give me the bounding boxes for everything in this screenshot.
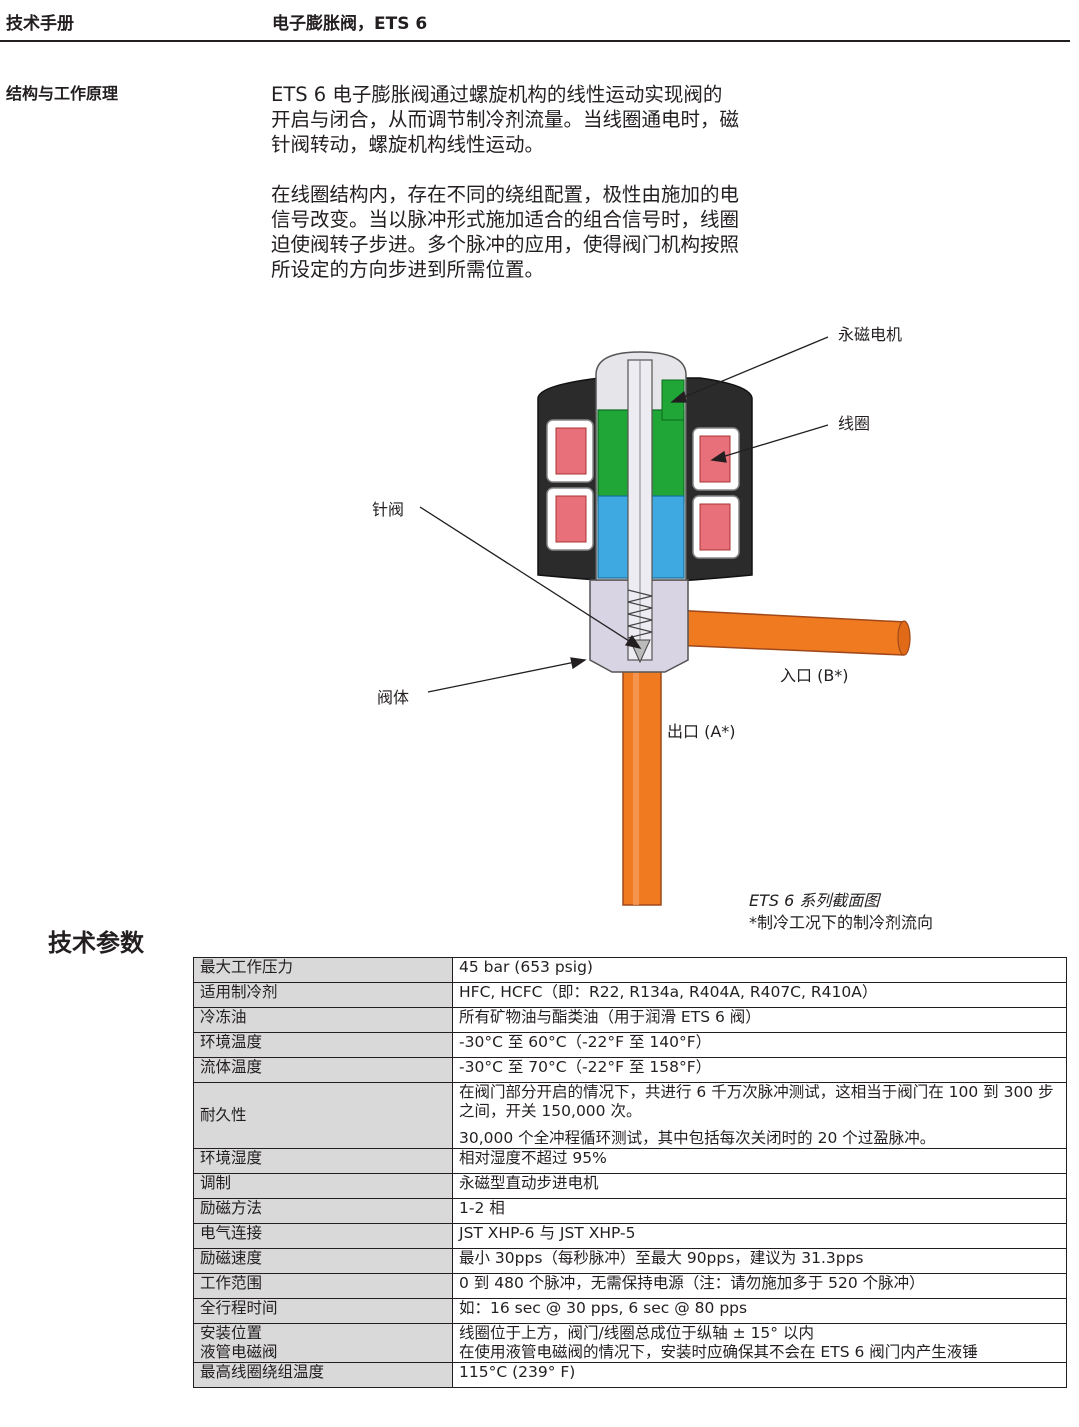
spec-key: 励磁方法 bbox=[193, 1198, 453, 1224]
spec-key: 电气连接 bbox=[193, 1223, 453, 1249]
spec-title: 技术参数 bbox=[48, 929, 144, 957]
spec-value: 最小 30pps（每秒脉冲）至最大 90pps，建议为 31.3pps bbox=[452, 1248, 1067, 1274]
spec-key: 全行程时间 bbox=[193, 1298, 453, 1324]
figure-caption: ETS 6 系列截面图 *制冷工况下的制冷剂流向 bbox=[749, 890, 933, 934]
spec-value: HFC, HCFC（即：R22, R134a, R404A, R407C, R4… bbox=[452, 982, 1067, 1008]
spec-value: -30°C 至 70°C（-22°F 至 158°F） bbox=[452, 1057, 1067, 1083]
table-row: 耐久性 在阀门部分开启的情况下，共进行 6 千万次脉冲测试，这相当于阀门在 10… bbox=[193, 1082, 1067, 1149]
spec-value: 45 bar (653 psig) bbox=[452, 957, 1067, 983]
table-row: 励磁速度 最小 30pps（每秒脉冲）至最大 90pps，建议为 31.3pps bbox=[193, 1248, 1067, 1274]
spec-key: 环境温度 bbox=[193, 1032, 453, 1058]
spec-key: 调制 bbox=[193, 1173, 453, 1199]
label-needle: 针阀 bbox=[372, 500, 405, 519]
label-motor: 永磁电机 bbox=[838, 325, 903, 344]
spec-value: JST XHP-6 与 JST XHP-5 bbox=[452, 1223, 1067, 1249]
table-row: 适用制冷剂 HFC, HCFC（即：R22, R134a, R404A, R40… bbox=[193, 982, 1067, 1008]
label-outlet: 出口 (A*) bbox=[667, 722, 736, 741]
spec-key: 适用制冷剂 bbox=[193, 982, 453, 1008]
table-row: 电气连接 JST XHP-6 与 JST XHP-5 bbox=[193, 1223, 1067, 1249]
valve-cross-section-diagram: 永磁电机 线圈 针阀 阀体 入口 (B*) 出口 (A*) bbox=[0, 300, 1079, 940]
spring bbox=[627, 589, 653, 639]
spec-key: 工作范围 bbox=[193, 1273, 453, 1299]
spec-key: 最高线圈绕组温度 bbox=[193, 1362, 453, 1388]
table-row: 最大工作压力 45 bar (653 psig) bbox=[193, 957, 1067, 983]
table-row: 调制 永磁型直动步进电机 bbox=[193, 1173, 1067, 1199]
label-inlet: 入口 (B*) bbox=[780, 666, 849, 685]
manual-title: 技术手册 bbox=[6, 14, 74, 34]
spec-value: 0 到 480 个脉冲，无需保持电源（注：请勿施加多于 520 个脉冲） bbox=[452, 1273, 1067, 1299]
spec-value: 如：16 sec @ 30 pps, 6 sec @ 80 pps bbox=[452, 1298, 1067, 1324]
table-row: 环境湿度 相对湿度不超过 95% bbox=[193, 1148, 1067, 1174]
product-title: 电子膨胀阀，ETS 6 bbox=[272, 14, 428, 34]
paragraph-coil: 在线圈结构内，存在不同的绕组配置，极性由施加的电信号改变。当以脉冲形式施加适合的… bbox=[271, 183, 740, 281]
spec-key: 最大工作压力 bbox=[193, 957, 453, 983]
spec-key: 冷冻油 bbox=[193, 1007, 453, 1033]
coil-winding bbox=[555, 427, 587, 475]
table-row: 环境温度 -30°C 至 60°C（-22°F 至 140°F） bbox=[193, 1032, 1067, 1058]
label-coil: 线圈 bbox=[838, 414, 871, 433]
spec-table: 最大工作压力 45 bar (653 psig) 适用制冷剂 HFC, HCFC… bbox=[193, 957, 1067, 1388]
spec-key: 环境湿度 bbox=[193, 1148, 453, 1174]
caption-note: *制冷工况下的制冷剂流向 bbox=[749, 913, 934, 932]
spec-value: 115°C (239° F) bbox=[452, 1362, 1067, 1388]
spec-key: 耐久性 bbox=[193, 1082, 453, 1149]
spec-value: 在阀门部分开启的情况下，共进行 6 千万次脉冲测试，这相当于阀门在 100 到 … bbox=[452, 1082, 1067, 1149]
table-row: 安装位置 液管电磁阀 线圈位于上方，阀门/线圈总成位于纵轴 ± 15° 以内 在… bbox=[193, 1323, 1067, 1363]
caption-title: ETS 6 系列截面图 bbox=[749, 891, 880, 910]
spec-value: 1-2 相 bbox=[452, 1198, 1067, 1224]
spec-value-line: 在使用液管电磁阀的情况下，安装时应确保其不会在 ETS 6 阀门内产生液锤 bbox=[459, 1343, 978, 1361]
table-row: 冷冻油 所有矿物油与酯类油（用于润滑 ETS 6 阀） bbox=[193, 1007, 1067, 1033]
spec-value: 线圈位于上方，阀门/线圈总成位于纵轴 ± 15° 以内 在使用液管电磁阀的情况下… bbox=[452, 1323, 1067, 1363]
spec-key: 励磁速度 bbox=[193, 1248, 453, 1274]
table-row: 工作范围 0 到 480 个脉冲，无需保持电源（注：请勿施加多于 520 个脉冲… bbox=[193, 1273, 1067, 1299]
section-heading: 结构与工作原理 bbox=[6, 84, 119, 103]
spec-value-line: 在阀门部分开启的情况下，共进行 6 千万次脉冲测试，这相当于阀门在 100 到 … bbox=[459, 1083, 1054, 1120]
table-row: 励磁方法 1-2 相 bbox=[193, 1198, 1067, 1224]
label-body: 阀体 bbox=[377, 688, 410, 707]
header-divider bbox=[0, 40, 1070, 42]
spec-value-line: 线圈位于上方，阀门/线圈总成位于纵轴 ± 15° 以内 bbox=[459, 1324, 814, 1342]
inlet-pipe bbox=[671, 609, 906, 656]
spec-value-line: 30,000 个全冲程循环测试，其中包括每次关闭时的 20 个过盈脉冲。 bbox=[459, 1129, 936, 1147]
spec-key: 流体温度 bbox=[193, 1057, 453, 1083]
table-row: 流体温度 -30°C 至 70°C（-22°F 至 158°F） bbox=[193, 1057, 1067, 1083]
paragraph-operation: ETS 6 电子膨胀阀通过螺旋机构的线性运动实现阀的开启与闭合，从而调节制冷剂流… bbox=[271, 83, 740, 156]
spec-key-line: 液管电磁阀 bbox=[200, 1343, 278, 1361]
spec-value: 所有矿物油与酯类油（用于润滑 ETS 6 阀） bbox=[452, 1007, 1067, 1033]
spec-key: 安装位置 液管电磁阀 bbox=[193, 1323, 453, 1363]
valve-drawing bbox=[419, 336, 911, 906]
table-row: 最高线圈绕组温度 115°C (239° F) bbox=[193, 1362, 1067, 1388]
spec-key-line: 安装位置 bbox=[200, 1324, 263, 1342]
spec-value: 永磁型直动步进电机 bbox=[452, 1173, 1067, 1199]
outlet-pipe bbox=[622, 659, 662, 906]
spec-value: -30°C 至 60°C（-22°F 至 140°F） bbox=[452, 1032, 1067, 1058]
spec-value: 相对湿度不超过 95% bbox=[452, 1148, 1067, 1174]
table-row: 全行程时间 如：16 sec @ 30 pps, 6 sec @ 80 pps bbox=[193, 1298, 1067, 1324]
